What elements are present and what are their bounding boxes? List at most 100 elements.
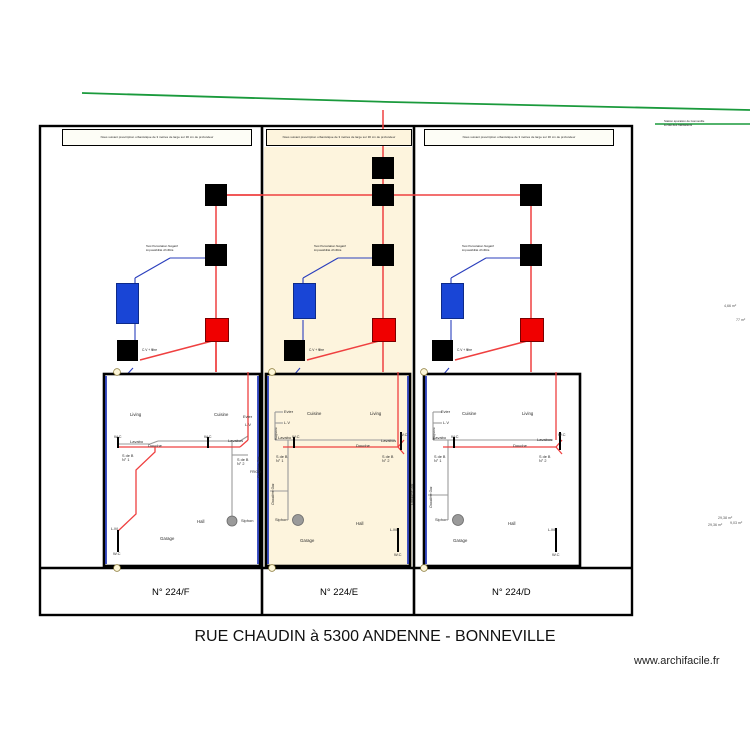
mid-fixture-chaudiere: Chaudière Gaz <box>271 483 275 505</box>
station-epuration-label: Station épuration de Gonneville à coté d… <box>664 119 705 127</box>
chamber-mid-upper[interactable] <box>372 184 394 206</box>
mid-sdb-2: S de B N° 2 <box>382 455 394 464</box>
mid-sdb-1: S de B N° 1 <box>276 455 288 464</box>
right-fixture-wc-1: W.C <box>451 434 459 439</box>
chamber-left-upper[interactable] <box>205 184 227 206</box>
area-label-5: 29,36 m² <box>708 523 723 527</box>
chamber-mid-top[interactable] <box>372 157 394 179</box>
area-label-1: 4,66 m² <box>724 304 737 308</box>
mid-fixture-douche: Douche <box>356 443 370 448</box>
left-fixture-lv: L.V <box>245 422 252 427</box>
mid-fixture-lm: L.M <box>390 527 397 532</box>
property-boundary-green <box>81 92 750 125</box>
mid-room-garage: Garage <box>300 538 315 543</box>
tank-red-mid[interactable] <box>372 318 396 342</box>
mid-fixture-wc-2: W.C <box>400 432 408 437</box>
unit-label-d: N° 224/D <box>492 587 531 598</box>
mid-fixture-lv: L.V <box>284 420 291 425</box>
area-label-3: 29,38 m² <box>718 516 733 520</box>
chamber-mid-cv[interactable] <box>284 340 305 361</box>
right-fixture-lavabo: Lavabo <box>433 435 447 440</box>
corner-pins <box>113 368 428 572</box>
right-fixture-douche: Douche <box>513 443 527 448</box>
cv-filtre-label-mid: C.V + filtre <box>309 348 324 352</box>
cv-filtre-label-right: C.V + filtre <box>457 348 472 352</box>
right-sdb-1: S de B N° 1 <box>434 455 446 464</box>
left-fixture-siphon: Siphon <box>241 518 254 523</box>
area-label-4: 9,03 m² <box>730 521 743 525</box>
percolation-label-left: Test Percolation Négatif impossibilité d… <box>146 244 178 252</box>
plot-dividers <box>40 126 632 615</box>
tank-red-left[interactable] <box>205 318 229 342</box>
left-fixture-wc-1: W.C <box>114 434 122 439</box>
chamber-mid-mid[interactable] <box>372 244 394 266</box>
right-room-garage: Garage <box>453 538 468 543</box>
tank-red-right[interactable] <box>520 318 544 342</box>
prescription-strip-left: Nous suivant prescription urbanistique d… <box>62 129 252 146</box>
right-fixture-wc-2: W.C <box>558 432 566 437</box>
right-fixture-lv: L.V <box>443 420 450 425</box>
tank-blue-right[interactable] <box>441 283 464 319</box>
right-sdb-2: S de B N° 2 <box>539 455 551 464</box>
mid-fixture-lavabos: Lavabos <box>381 438 397 443</box>
left-fixture-evier: Evier <box>243 414 253 419</box>
prescription-text-left: Nous suivant prescription urbanistique d… <box>100 135 214 139</box>
chamber-right-mid[interactable] <box>520 244 542 266</box>
left-fixture-lm: L.M <box>111 526 118 531</box>
right-room-living: Living <box>522 411 534 416</box>
cv-filtre-label-left: C.V + filtre <box>142 348 157 352</box>
middle-unit-plumbing <box>270 372 405 552</box>
mid-fixture-wc-3: W.C <box>394 552 402 557</box>
percolation-label-right: Test Percolation Négatif impossibilité d… <box>462 244 494 252</box>
unit-label-f: N° 224/F <box>152 587 190 598</box>
chamber-left-cv[interactable] <box>117 340 138 361</box>
right-fixture-lavabos: Lavabos <box>537 437 553 442</box>
area-label-2: 77 m² <box>736 318 746 322</box>
percolation-lines-blue <box>119 257 531 383</box>
right-unit-plumbing <box>428 372 563 552</box>
mid-fixture-wc-1: W.C <box>292 434 300 439</box>
prescription-text-mid: Nous suivant prescription urbanistique d… <box>282 135 396 139</box>
percolation-label-mid: Test Percolation Négatif impossibilité d… <box>314 244 346 252</box>
left-sdb-1: S de B N° 1 <box>122 454 134 463</box>
left-fixture-wc-3: W.C <box>113 551 121 556</box>
sewer-network-red <box>139 110 532 372</box>
left-room-garage: Garage <box>160 536 175 541</box>
left-room-hall: Hall <box>197 519 205 524</box>
unit-label-e: N° 224/E <box>320 587 359 598</box>
tank-blue-mid[interactable] <box>293 283 316 319</box>
right-fixture-wc-3: W.C <box>552 552 560 557</box>
watermark: www.archifacile.fr <box>634 655 720 667</box>
prescription-strip-right: Nous suivant prescription urbanistique d… <box>424 129 614 146</box>
right-fixture-evier: Evier <box>441 409 451 414</box>
mid-room-living: Living <box>370 411 382 416</box>
left-fixture-chaudiere: Chaudière Gaz <box>257 456 261 478</box>
mid-room-cuisine: Cuisine <box>307 411 322 416</box>
left-fixture-lavabo: Lavabo <box>130 439 144 444</box>
prescription-text-right: Nous suivant prescription urbanistique d… <box>462 135 576 139</box>
mid-fixture-lavabo: Lavabo <box>278 435 292 440</box>
left-fixture-wc-2: W.C <box>204 434 212 439</box>
tank-blue-left[interactable] <box>116 283 139 324</box>
right-room-hall: Hall <box>508 521 516 526</box>
left-fixture-douche: Douche <box>148 443 162 448</box>
right-fixture-lm: L.M <box>548 527 555 532</box>
mid-room-hall: Hall <box>356 521 364 526</box>
chamber-left-mid[interactable] <box>205 244 227 266</box>
chamber-right-upper[interactable] <box>520 184 542 206</box>
mid-fixture-evier: Evier <box>284 409 294 414</box>
left-sdb-2: S de B N° 2 <box>237 458 249 467</box>
chamber-right-cv[interactable] <box>432 340 453 361</box>
mid-fixture-chaudiere-2: Chaudière Gaz <box>410 483 414 505</box>
right-fixture-baignoire: Baignoire <box>432 427 436 440</box>
right-room-cuisine: Cuisine <box>462 411 477 416</box>
left-unit-plumbing <box>117 372 249 552</box>
page-title: RUE CHAUDIN à 5300 ANDENNE - BONNEVILLE <box>194 628 556 645</box>
left-fixture-lavabos: Lavabos <box>228 438 244 443</box>
left-room-living: Living <box>130 412 142 417</box>
mid-fixture-siphon: Siphon <box>275 517 288 522</box>
left-fixture-frigo: FRIGO <box>250 470 261 474</box>
left-room-cuisine: Cuisine <box>214 412 229 417</box>
